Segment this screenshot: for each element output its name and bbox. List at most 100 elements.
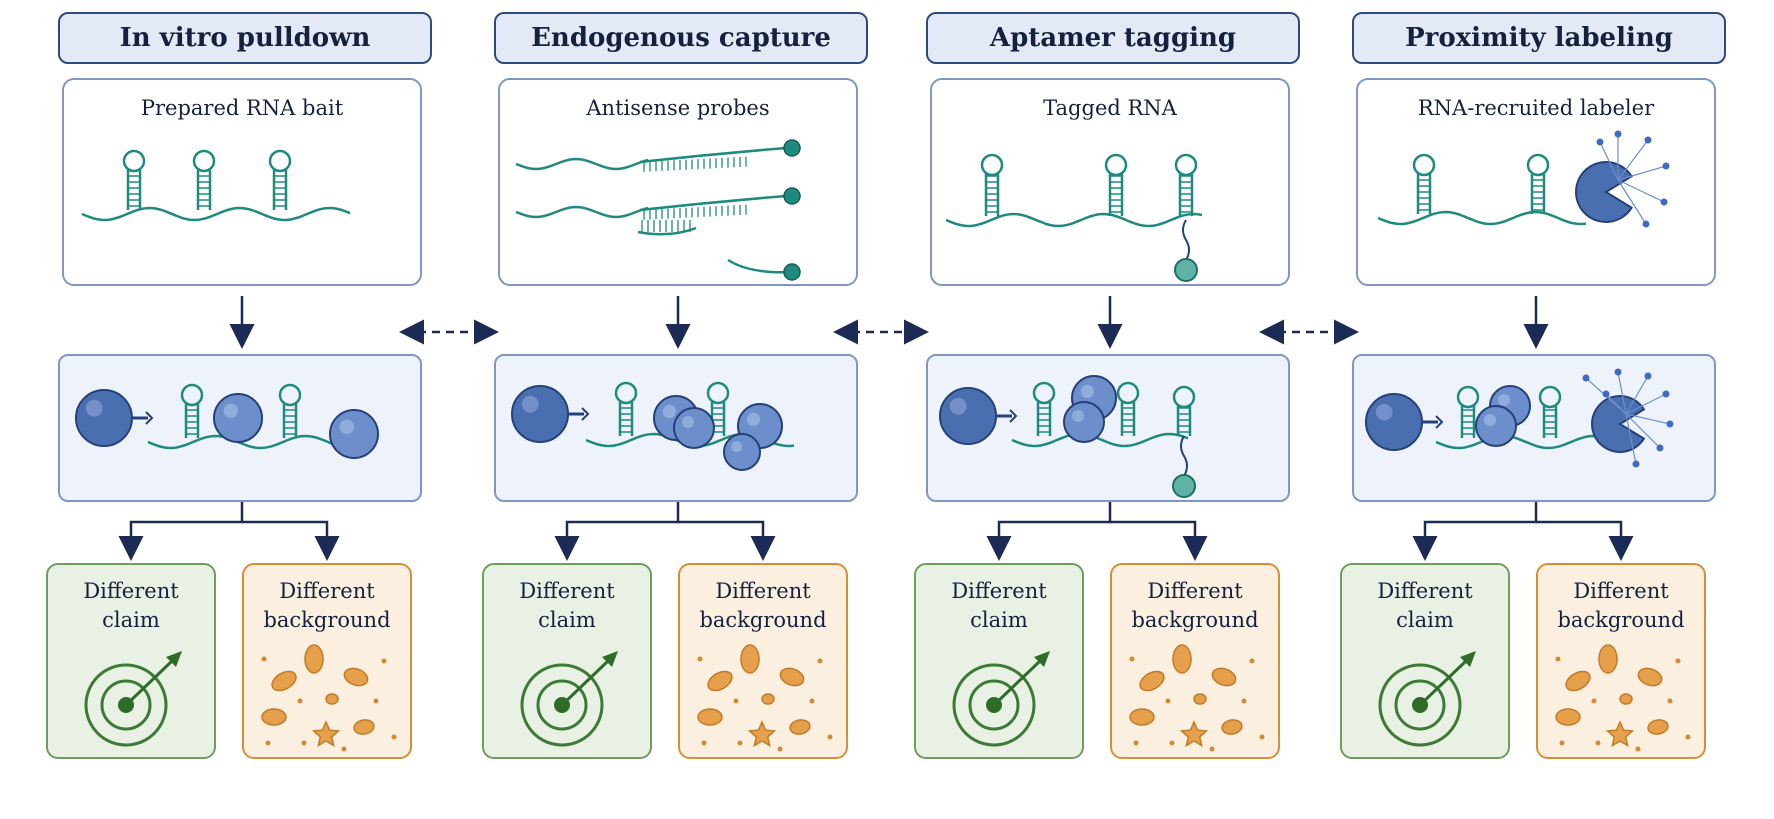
arrow-shaft <box>124 659 174 707</box>
rna-hairpin-icon <box>1032 381 1056 436</box>
label-ray <box>1625 375 1649 415</box>
labeler-panel: RNA-recruited labeler <box>1356 78 1716 286</box>
label-ray <box>1617 179 1665 203</box>
bead-hook <box>1435 415 1444 429</box>
protein-highlight <box>662 404 676 418</box>
label-dot <box>1662 390 1670 398</box>
background-particle <box>325 693 339 705</box>
target-ring-outer <box>84 663 168 747</box>
background-speck <box>1259 734 1265 740</box>
bead-icon <box>939 387 997 445</box>
label-dot <box>1656 444 1664 452</box>
background-speck <box>1249 658 1255 664</box>
probe-end-bead <box>783 263 801 281</box>
antisense-probe <box>727 258 793 274</box>
hairpin-loop <box>268 149 292 173</box>
background-speck <box>777 746 783 752</box>
arrow-shaft <box>992 659 1042 707</box>
background-speck <box>817 658 823 664</box>
bead-icon <box>75 389 133 447</box>
capture-panel <box>494 354 858 502</box>
label-ray <box>1617 371 1627 415</box>
target-icon <box>1378 651 1476 747</box>
rna-hairpin-icon <box>180 383 204 438</box>
capture-complex-illustration <box>75 383 379 459</box>
capture-panel <box>926 354 1290 502</box>
rna-hairpin-icon <box>1456 385 1480 438</box>
bead-hook <box>1009 409 1018 423</box>
background-particle <box>304 644 324 674</box>
hairpin-loop <box>1032 381 1056 405</box>
label-dot <box>1660 198 1668 206</box>
background-speck <box>1165 698 1171 704</box>
hairpin-loop <box>1104 153 1128 177</box>
hairpin-loop <box>1538 385 1562 409</box>
target-icon <box>84 651 182 747</box>
background-speck <box>1635 746 1641 752</box>
labeler-enzyme-icon <box>1575 161 1633 223</box>
label-dot <box>1644 136 1652 144</box>
hairpin-loop <box>614 381 638 405</box>
background-particle <box>1172 644 1192 674</box>
label-dot <box>1662 162 1670 170</box>
label-dot <box>1596 138 1604 146</box>
protein-icon <box>1063 401 1105 443</box>
rna-hairpin-icon <box>980 153 1004 216</box>
label-ray <box>1617 139 1649 181</box>
background-particle <box>740 644 760 674</box>
label-ray <box>1625 413 1637 465</box>
bead-hook <box>145 411 154 425</box>
protein-icon <box>1475 405 1517 447</box>
background-speck <box>1595 740 1601 746</box>
target-ring-outer <box>952 663 1036 747</box>
particles-icon <box>1555 644 1691 752</box>
background-particle <box>1555 708 1581 726</box>
column-header: Aptamer tagging <box>926 12 1300 64</box>
protein-highlight <box>731 441 742 452</box>
background-speck <box>733 698 739 704</box>
protein-highlight <box>1072 410 1084 422</box>
background-particle <box>1211 667 1237 687</box>
antisense-probe <box>637 226 697 236</box>
hairpin-loop <box>1172 385 1196 409</box>
arrow-fletching <box>166 651 182 667</box>
background-particle <box>271 670 297 692</box>
rna-hairpin-icon <box>614 381 638 436</box>
protein-highlight <box>1498 394 1510 406</box>
capture-panel <box>58 354 422 502</box>
antisense-probe <box>639 146 787 164</box>
rna-hairpin-icon <box>268 149 292 210</box>
hairpin-loop <box>192 149 216 173</box>
background-particle <box>1637 667 1663 687</box>
bead-highlight <box>1375 403 1393 421</box>
rna-hairpin-icon <box>122 149 146 210</box>
rna-strand <box>1435 434 1597 450</box>
arrow-shaft <box>560 659 610 707</box>
capture-complex-illustration <box>1365 368 1674 468</box>
column-in-vitro-pulldown: In vitro pulldown Prepared RNA bait Diff… <box>46 0 446 819</box>
background-particle <box>1139 670 1165 692</box>
background-particle <box>1193 693 1207 705</box>
bead-icon <box>511 385 569 443</box>
bead-hook <box>581 407 590 421</box>
rna-hairpin-icon <box>1412 153 1436 214</box>
label-ray <box>1599 141 1619 181</box>
hairpin-loop <box>1174 153 1198 177</box>
hairpin-loop <box>1116 381 1140 405</box>
hairpin-loop <box>122 149 146 173</box>
protein-highlight <box>746 412 760 426</box>
background-particle <box>1221 719 1243 735</box>
rna-hairpin-icon <box>1172 385 1196 436</box>
bead-highlight <box>949 397 967 415</box>
bead-highlight <box>85 399 103 417</box>
prepared-rna-bait-illustration <box>81 149 351 222</box>
background-speck <box>1241 698 1247 704</box>
